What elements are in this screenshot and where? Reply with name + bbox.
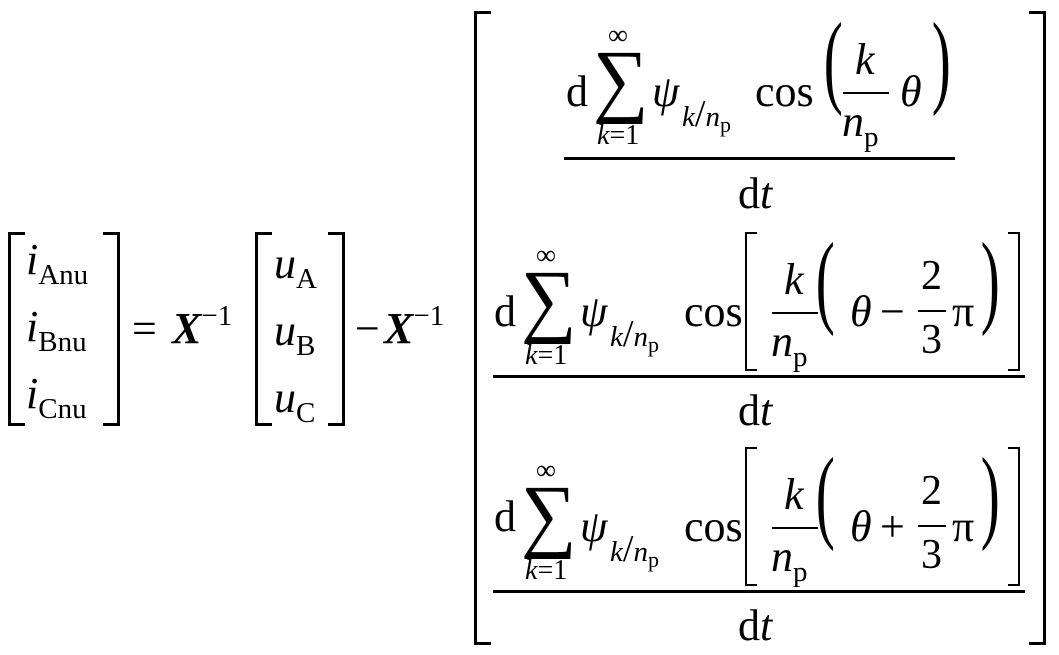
right-paren: ) bbox=[980, 222, 1000, 337]
fraction-line-3 bbox=[493, 590, 1025, 593]
frac-3: 3 bbox=[921, 532, 942, 578]
d-numerator: d bbox=[494, 287, 516, 336]
sum-lower-limit: k=1 bbox=[525, 555, 568, 586]
sum-symbol: ∑ bbox=[521, 252, 577, 345]
big-left-bracket bbox=[474, 11, 491, 645]
right-bracket bbox=[103, 232, 120, 426]
matrix-x-inverse-1: X−1 bbox=[172, 300, 233, 353]
cos-function: cos bbox=[755, 67, 814, 116]
left-square-bracket bbox=[745, 447, 757, 586]
k-over-np-line bbox=[772, 527, 818, 529]
frac-2: 2 bbox=[921, 253, 942, 299]
np-denominator: np bbox=[771, 317, 808, 373]
left-square-bracket bbox=[745, 232, 757, 371]
sum-symbol: ∑ bbox=[593, 32, 649, 125]
fraction-line-1 bbox=[564, 157, 955, 160]
psi-subscript: k/np bbox=[610, 313, 659, 357]
pi-symbol: π bbox=[952, 287, 975, 336]
frac-2: 2 bbox=[921, 468, 942, 514]
k-numerator: k bbox=[784, 255, 804, 304]
k-numerator: k bbox=[855, 35, 875, 84]
k-over-np-line bbox=[843, 92, 889, 94]
matrix-x-inverse-2: X−1 bbox=[384, 300, 445, 353]
psi-subscript: k/np bbox=[610, 528, 659, 572]
left-paren: ( bbox=[815, 437, 835, 552]
right-bracket bbox=[328, 232, 345, 426]
cos-function: cos bbox=[684, 287, 743, 336]
minus-sign: − bbox=[355, 304, 380, 353]
psi-symbol: ψ bbox=[580, 502, 608, 551]
sum-upper-limit: ∞ bbox=[536, 455, 556, 486]
u-c: uC bbox=[274, 373, 316, 429]
frac-3: 3 bbox=[921, 317, 942, 363]
sum-upper-limit: ∞ bbox=[608, 20, 628, 51]
dt-denominator: dt bbox=[738, 601, 773, 650]
psi-symbol: ψ bbox=[652, 67, 680, 116]
two-thirds-line bbox=[918, 525, 946, 527]
dt-denominator: dt bbox=[738, 386, 773, 435]
right-paren: ) bbox=[980, 437, 1000, 552]
minus-operator: − bbox=[880, 287, 905, 336]
psi-subscript: k/np bbox=[682, 93, 731, 137]
dt-denominator: dt bbox=[738, 169, 773, 218]
sum-symbol: ∑ bbox=[521, 467, 577, 560]
theta-symbol: θ bbox=[900, 67, 922, 116]
np-denominator: np bbox=[771, 532, 808, 588]
fraction-line-2 bbox=[493, 375, 1025, 378]
cos-function: cos bbox=[684, 502, 743, 551]
two-thirds-line bbox=[918, 310, 946, 312]
left-paren: ( bbox=[815, 222, 835, 337]
plus-operator: + bbox=[880, 502, 905, 551]
sum-lower-limit: k=1 bbox=[525, 340, 568, 371]
i-bnu: iBnu bbox=[26, 302, 87, 358]
u-b: uB bbox=[274, 306, 316, 362]
right-square-bracket bbox=[1008, 232, 1020, 371]
i-cnu: iCnu bbox=[26, 369, 87, 425]
right-square-bracket bbox=[1008, 447, 1020, 586]
u-a: uA bbox=[274, 239, 317, 295]
sum-lower-limit: k=1 bbox=[597, 120, 640, 151]
theta-symbol: θ bbox=[850, 502, 872, 551]
theta-symbol: θ bbox=[850, 287, 872, 336]
sum-upper-limit: ∞ bbox=[536, 240, 556, 271]
equals-sign: = bbox=[132, 304, 157, 353]
i-anu: iAnu bbox=[26, 235, 89, 291]
psi-symbol: ψ bbox=[580, 287, 608, 336]
d-numerator: d bbox=[494, 492, 516, 541]
left-bracket bbox=[8, 232, 25, 426]
k-numerator: k bbox=[784, 470, 804, 519]
d-numerator: d bbox=[566, 67, 588, 116]
big-right-bracket bbox=[1029, 11, 1046, 645]
pi-symbol: π bbox=[952, 502, 975, 551]
left-bracket bbox=[255, 232, 272, 426]
np-denominator: np bbox=[842, 97, 879, 153]
right-paren: ) bbox=[931, 2, 951, 117]
left-paren: ( bbox=[823, 2, 843, 117]
k-over-np-line bbox=[772, 312, 818, 314]
